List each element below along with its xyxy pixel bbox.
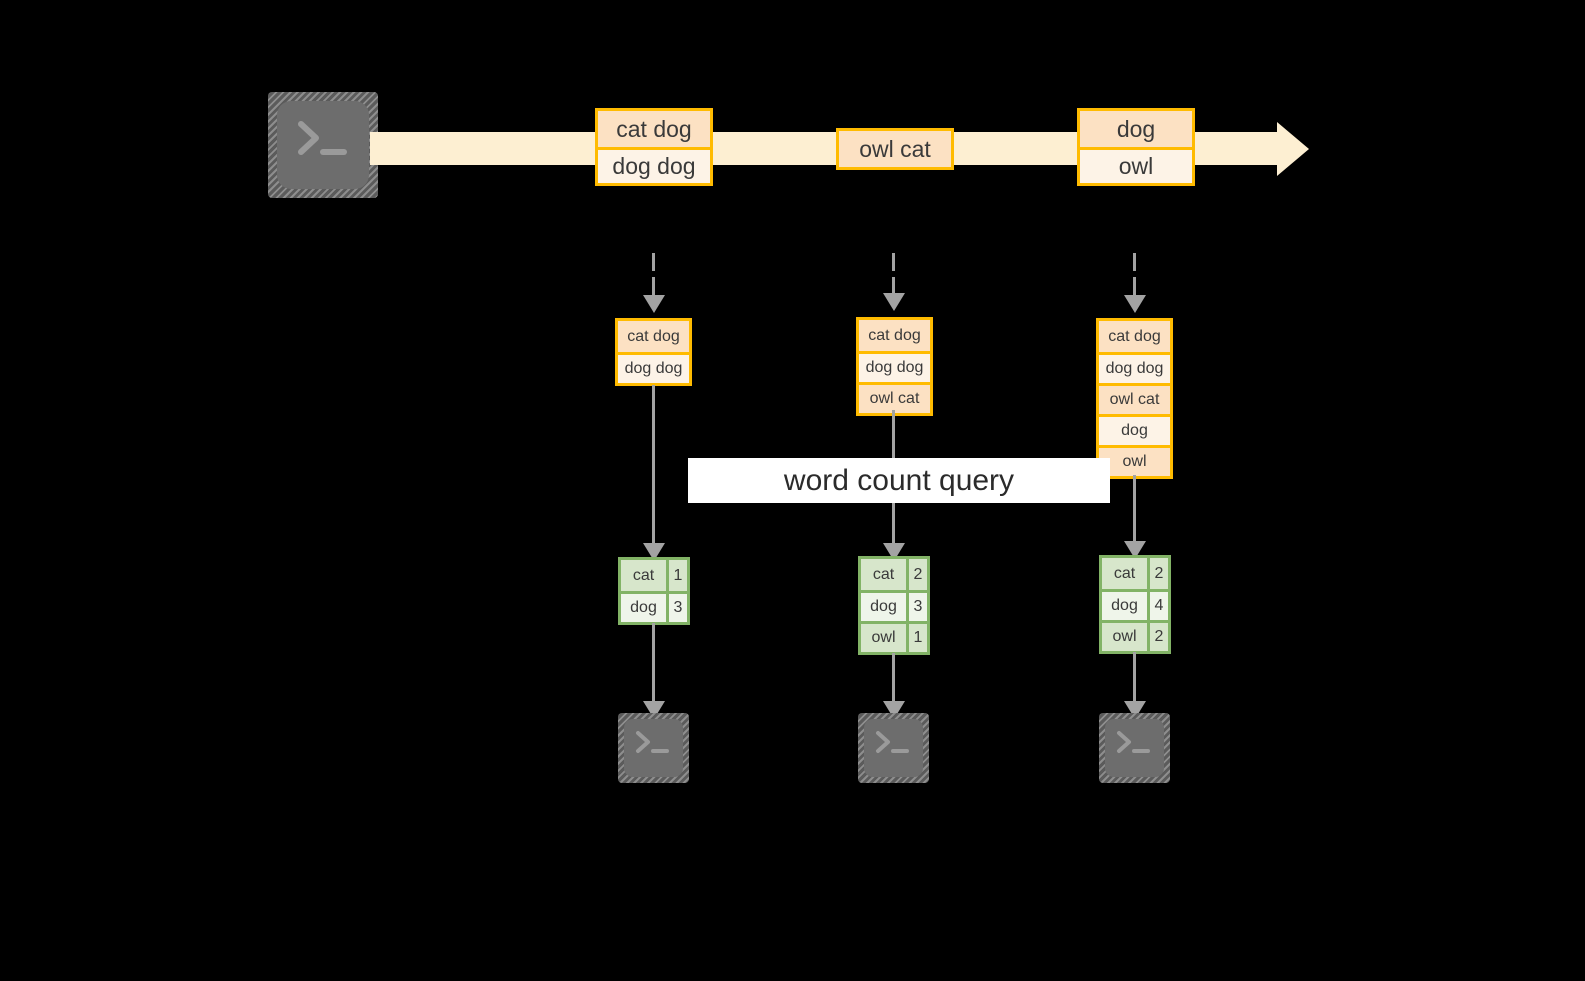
result-table-2: cat 2 dog 3 owl 1: [858, 556, 930, 655]
dashed-connector-segment: [652, 253, 655, 271]
stream-message-row: cat dog: [598, 111, 710, 147]
snapshot-box-1: cat dog dog dog: [615, 318, 692, 386]
result-count: 3: [669, 594, 687, 622]
table-row: cat 2: [861, 559, 927, 590]
table-row: cat 2: [1102, 558, 1168, 589]
table-row: cat 1: [621, 560, 687, 591]
terminal-body: [624, 719, 683, 777]
result-word: owl: [1102, 623, 1150, 651]
sink-connector-line: [652, 623, 655, 703]
snapshot-box-3: cat dog dog dog owl cat dog owl: [1096, 318, 1173, 479]
result-word: dog: [861, 593, 909, 621]
table-row: owl 2: [1102, 620, 1168, 651]
snapshot-row: cat dog: [859, 320, 930, 351]
sink-terminal-icon-2: [858, 713, 929, 783]
table-row: dog 3: [861, 590, 927, 621]
dashed-connector-segment: [892, 253, 895, 271]
sink-terminal-icon-1: [618, 713, 689, 783]
query-connector-line: [652, 385, 655, 545]
table-row: dog 3: [621, 591, 687, 622]
result-count: 4: [1150, 592, 1168, 620]
table-row: owl 1: [861, 621, 927, 652]
sink-connector-line: [1133, 652, 1136, 703]
result-count: 1: [909, 624, 927, 652]
query-label-band: word count query: [688, 458, 1110, 503]
snapshot-row: cat dog: [1099, 321, 1170, 352]
stream-message-row: dog: [1080, 111, 1192, 147]
query-connector-arrowhead: [1124, 541, 1146, 559]
result-count: 3: [909, 593, 927, 621]
snapshot-row: cat dog: [618, 321, 689, 352]
table-row: dog 4: [1102, 589, 1168, 620]
query-connector-arrowhead: [643, 543, 665, 561]
snapshot-row: dog dog: [618, 352, 689, 383]
sink-connector-line: [892, 653, 895, 703]
sink-terminal-icon-3: [1099, 713, 1170, 783]
terminal-prompt-glyph: [298, 121, 347, 155]
stream-message-row: dog dog: [598, 147, 710, 183]
terminal-prompt-glyph: [1117, 731, 1150, 753]
result-count: 2: [1150, 558, 1168, 589]
stream-message-3: dog owl: [1077, 108, 1195, 186]
snapshot-row: owl cat: [859, 382, 930, 413]
result-table-1: cat 1 dog 3: [618, 557, 690, 625]
snapshot-row: dog dog: [859, 351, 930, 382]
result-table-3: cat 2 dog 4 owl 2: [1099, 555, 1171, 654]
dashed-connector-arrowhead: [883, 293, 905, 311]
result-word: cat: [861, 559, 909, 590]
result-count: 1: [669, 560, 687, 591]
terminal-body: [277, 101, 369, 189]
dashed-connector-segment: [1133, 253, 1136, 271]
stream-message-row: owl cat: [839, 131, 951, 167]
stream-message-2: owl cat: [836, 128, 954, 170]
stream-message-row: owl: [1080, 147, 1192, 183]
terminal-prompt-glyph: [636, 731, 669, 753]
result-word: cat: [1102, 558, 1150, 589]
dashed-connector-segment: [1133, 277, 1136, 297]
dashed-connector-segment: [892, 277, 895, 295]
stream-message-1: cat dog dog dog: [595, 108, 713, 186]
terminal-body: [864, 719, 923, 777]
dashed-connector-segment: [652, 277, 655, 297]
dashed-connector-arrowhead: [643, 295, 665, 313]
result-word: cat: [621, 560, 669, 591]
snapshot-row: dog: [1099, 414, 1170, 445]
snapshot-box-2: cat dog dog dog owl cat: [856, 317, 933, 416]
terminal-body: [1105, 719, 1164, 777]
result-count: 2: [1150, 623, 1168, 651]
result-word: dog: [621, 594, 669, 622]
result-word: dog: [1102, 592, 1150, 620]
terminal-prompt-glyph: [876, 731, 909, 753]
result-word: owl: [861, 624, 909, 652]
source-terminal-icon: [268, 92, 378, 198]
query-label-text: word count query: [783, 463, 1015, 497]
result-count: 2: [909, 559, 927, 590]
query-connector-line: [1133, 475, 1136, 545]
snapshot-row: dog dog: [1099, 352, 1170, 383]
snapshot-row: owl cat: [1099, 383, 1170, 414]
snapshot-row: owl: [1099, 445, 1170, 476]
dashed-connector-arrowhead: [1124, 295, 1146, 313]
stream-arrow-head: [1277, 122, 1309, 176]
